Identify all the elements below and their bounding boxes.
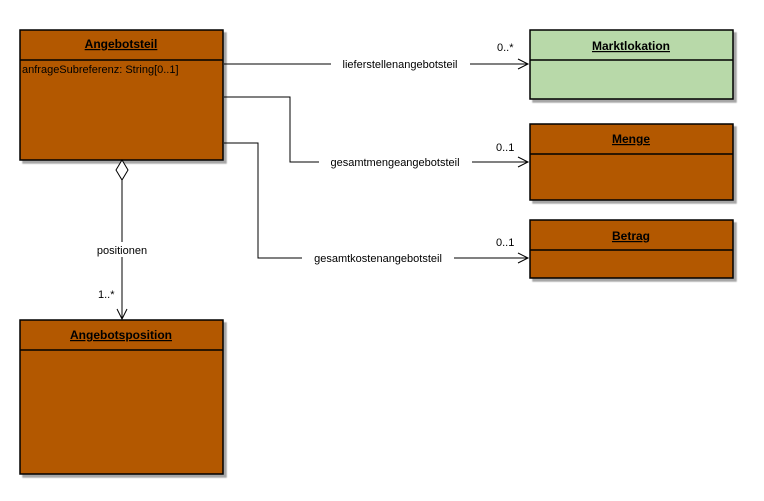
class-angebotsteil[interactable]: Angebotsteil anfrageSubreferenz: String[… bbox=[19, 29, 224, 161]
class-betrag[interactable]: Betrag bbox=[529, 219, 734, 279]
multiplicity-lieferstellen: 0..* bbox=[497, 42, 514, 54]
association-label-lieferstellen: lieferstellenangebotsteil bbox=[343, 59, 458, 71]
arrowhead-icon bbox=[517, 252, 530, 264]
association-label-positionen: positionen bbox=[97, 245, 147, 257]
aggregation-diamond-icon bbox=[115, 159, 129, 181]
label-background bbox=[302, 251, 454, 266]
class-name-angebotsteil: Angebotsteil bbox=[85, 37, 158, 51]
class-marktlokation[interactable]: Marktlokation bbox=[529, 29, 734, 100]
label-background bbox=[319, 155, 472, 170]
arrowhead-icon bbox=[517, 156, 530, 168]
class-menge[interactable]: Menge bbox=[529, 123, 734, 201]
label-background bbox=[331, 56, 470, 71]
association-label-gesamtmenge: gesamtmengeangebotsteil bbox=[330, 157, 459, 169]
arrowhead-icon bbox=[116, 308, 128, 321]
class-angebotsposition[interactable]: Angebotsposition bbox=[19, 319, 224, 475]
association-gesamtkosten[interactable]: gesamtkostenangebotsteil 0..1 bbox=[224, 142, 530, 266]
association-label-gesamtkosten: gesamtkostenangebotsteil bbox=[314, 253, 442, 265]
label-background bbox=[90, 242, 154, 257]
class-name-menge: Menge bbox=[612, 132, 650, 146]
association-gesamtmenge[interactable]: gesamtmengeangebotsteil 0..1 bbox=[224, 96, 530, 170]
multiplicity-positionen: 1..* bbox=[98, 289, 115, 301]
association-lieferstellen[interactable]: lieferstellenangebotsteil 0..* bbox=[224, 42, 530, 71]
class-name-betrag: Betrag bbox=[612, 229, 650, 243]
attribute-anfrage-subreferenz: anfrageSubreferenz: String[0..1] bbox=[22, 64, 179, 76]
association-positionen[interactable]: positionen 1..* bbox=[90, 159, 154, 321]
class-name-angebotsposition: Angebotsposition bbox=[70, 328, 172, 342]
multiplicity-gesamtmenge: 0..1 bbox=[496, 142, 514, 154]
arrowhead-icon bbox=[517, 58, 530, 70]
class-name-marktlokation: Marktlokation bbox=[592, 39, 670, 53]
multiplicity-gesamtkosten: 0..1 bbox=[496, 237, 514, 249]
